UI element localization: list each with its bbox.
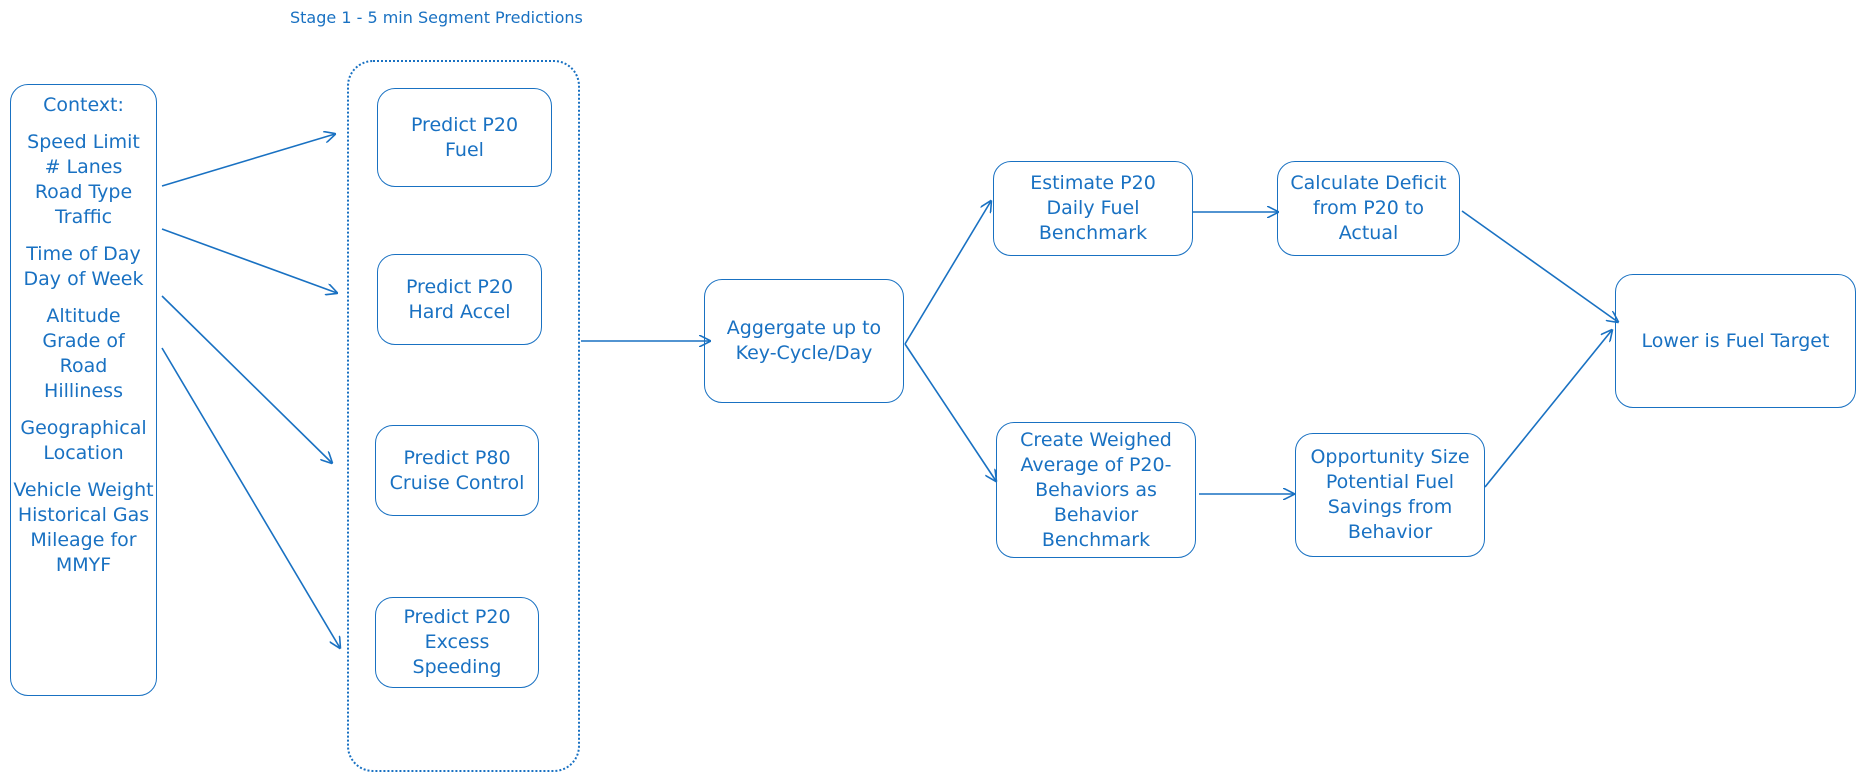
- context-item: Traffic: [54, 206, 113, 228]
- arrow-context-to-cruise: [161, 295, 332, 463]
- context-item: Mileage for: [30, 529, 137, 551]
- context-item: Road: [59, 355, 108, 377]
- node-label: Estimate P20: [1030, 172, 1156, 194]
- node-label: Excess: [424, 631, 490, 653]
- node-label: Aggergate up to: [726, 317, 882, 339]
- node-label: Average of P20-: [1020, 453, 1172, 476]
- node-label: Behavior: [1053, 503, 1139, 526]
- node-label: Behaviors as: [1035, 478, 1157, 501]
- context-item: Altitude: [46, 305, 121, 327]
- context-item: Vehicle Weight: [13, 479, 154, 501]
- context-group-location: Geographical Location: [11, 416, 156, 466]
- arrow-context-to-hard-accel: [161, 228, 337, 293]
- context-item: Speed Limit: [27, 131, 140, 153]
- node-label: Daily Fuel: [1046, 197, 1140, 219]
- stage-title: Stage 1 - 5 min Segment Predictions: [290, 8, 583, 27]
- node-label: Behavior: [1347, 521, 1433, 543]
- node-label: Benchmark: [1041, 528, 1151, 551]
- aggregate-box: Aggergate up to Key-Cycle/Day: [704, 279, 904, 403]
- context-heading: Context:: [43, 94, 124, 116]
- node-label: Speeding: [412, 656, 502, 678]
- fuel-target-box: Lower is Fuel Target: [1615, 274, 1856, 408]
- arrow-aggregate-to-behavior: [904, 343, 996, 481]
- context-item: Time of Day: [26, 243, 141, 265]
- arrow-context-to-fuel: [161, 134, 335, 187]
- node-label: Potential Fuel: [1325, 471, 1455, 493]
- node-label: Predict P20: [405, 275, 514, 298]
- context-item: MMYF: [55, 554, 112, 576]
- context-item: Location: [43, 442, 124, 464]
- node-label: Key-Cycle/Day: [735, 342, 873, 364]
- arrow-deficit-to-target: [1461, 210, 1618, 322]
- context-item: Road Type: [34, 181, 133, 203]
- node-label: Lower is Fuel Target: [1641, 329, 1830, 352]
- predict-p80-cruise-control-box: Predict P80 Cruise Control: [375, 425, 539, 516]
- context-item: Geographical: [20, 417, 147, 439]
- context-item: Historical Gas: [17, 504, 150, 526]
- context-group-terrain: Altitude Grade of Road Hilliness: [11, 304, 156, 404]
- context-group-road: Speed Limit # Lanes Road Type Traffic: [11, 130, 156, 230]
- context-item: Grade of: [42, 330, 125, 352]
- node-label: Create Weighed: [1020, 428, 1172, 451]
- calculate-deficit-box: Calculate Deficit from P20 to Actual: [1277, 161, 1460, 256]
- node-label: Cruise Control: [389, 471, 525, 494]
- node-label: Predict P80: [403, 446, 511, 469]
- behavior-benchmark-box: Create Weighed Average of P20- Behaviors…: [996, 422, 1196, 558]
- arrow-aggregate-to-estimate: [904, 201, 991, 345]
- opportunity-size-box: Opportunity Size Potential Fuel Savings …: [1295, 433, 1485, 557]
- predict-p20-fuel-box: Predict P20 Fuel: [377, 88, 552, 187]
- context-group-time: Time of Day Day of Week: [11, 242, 156, 292]
- arrow-opportunity-to-target: [1484, 330, 1612, 488]
- stage1-container: [347, 60, 580, 772]
- node-label: Calculate Deficit: [1290, 172, 1447, 194]
- predict-p20-excess-speeding-box: Predict P20 Excess Speeding: [375, 597, 539, 688]
- node-label: Predict P20: [410, 113, 519, 136]
- estimate-fuel-benchmark-box: Estimate P20 Daily Fuel Benchmark: [993, 161, 1193, 256]
- context-box: Context: Speed Limit # Lanes Road Type T…: [10, 84, 157, 696]
- context-group-vehicle: Vehicle Weight Historical Gas Mileage fo…: [11, 478, 156, 578]
- node-label: from P20 to: [1312, 197, 1424, 219]
- node-label: Hard Accel: [408, 300, 511, 323]
- context-item: # Lanes: [44, 156, 123, 178]
- context-item: Hilliness: [44, 380, 123, 402]
- node-label: Actual: [1338, 222, 1399, 244]
- node-label: Benchmark: [1038, 222, 1148, 244]
- node-label: Fuel: [445, 138, 484, 161]
- arrow-context-to-speeding: [161, 347, 340, 648]
- node-label: Predict P20: [403, 606, 511, 628]
- context-item: Day of Week: [23, 268, 144, 290]
- predict-p20-hard-accel-box: Predict P20 Hard Accel: [377, 254, 542, 345]
- node-label: Opportunity Size: [1310, 446, 1470, 468]
- node-label: Savings from: [1327, 496, 1453, 518]
